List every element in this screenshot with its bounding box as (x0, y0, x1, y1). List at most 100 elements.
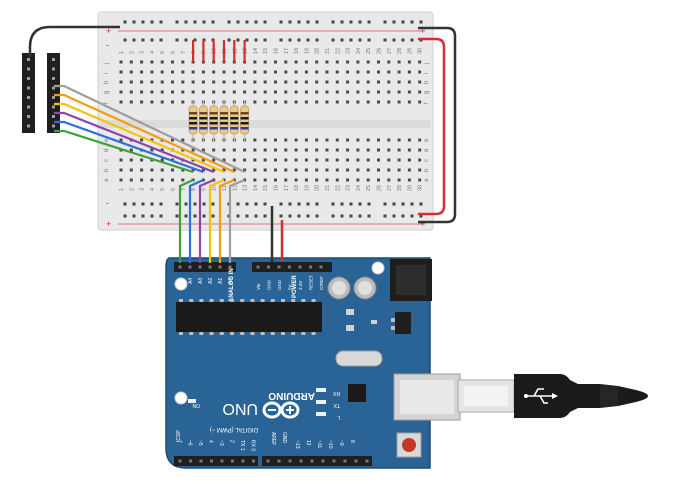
resistor-body (219, 105, 229, 135)
breadboard-hole (171, 178, 174, 182)
regulator-pin (391, 318, 395, 322)
breadboard-hole (253, 70, 257, 74)
column-number: 25 (366, 48, 372, 54)
rail-hole (331, 202, 335, 206)
breadboard-hole (315, 70, 319, 74)
breadboard-hole (304, 100, 308, 104)
header-pin (52, 115, 55, 118)
breadboard-hole (222, 168, 226, 172)
rail-hole (263, 38, 267, 42)
resistor-band (230, 122, 239, 125)
breadboard-hole (315, 80, 319, 84)
wire-green-a5 (178, 178, 194, 263)
breadboard-hole (201, 70, 205, 74)
led-label: L (337, 414, 340, 420)
rail-hole (401, 38, 405, 42)
column-number: 11 (222, 185, 228, 191)
column-number: 2 (129, 51, 135, 54)
breadboard-hole (171, 138, 174, 142)
breadboard-hole (356, 60, 360, 64)
bottom-rail-holes (123, 202, 423, 218)
rail-hole (401, 202, 405, 206)
resistor-band (199, 127, 208, 130)
wire-blue-a4 (188, 178, 204, 263)
rail-hole (315, 214, 319, 218)
header-pin (27, 67, 30, 71)
breadboard-hole (119, 178, 123, 182)
row-letter: f (104, 102, 110, 104)
digital-pin-label: ~6 (187, 440, 193, 446)
breadboard-hole (418, 80, 422, 84)
chip-pin (260, 299, 265, 302)
rail-hole (331, 20, 335, 24)
resistor-band (220, 112, 228, 115)
breadboard-hole (253, 148, 257, 152)
rail-hole (349, 20, 353, 24)
breadboard-hole (418, 70, 422, 74)
breadboard-hole (407, 178, 411, 182)
column-number: 18 (294, 185, 300, 191)
digital-pin-label: 8 (349, 440, 355, 443)
resistor-band (199, 117, 208, 120)
rail-hole (150, 202, 154, 206)
breadboard-hole (274, 100, 277, 104)
breadboard-hole (150, 60, 154, 64)
chip-pin (199, 299, 204, 302)
breadboard-hole (418, 168, 422, 172)
reset-button-cap[interactable] (402, 438, 416, 452)
breadboard-hole (335, 100, 339, 104)
column-number: 16 (274, 185, 280, 191)
resistor-body (240, 105, 250, 135)
breadboard-hole (397, 168, 401, 172)
header-pin (52, 96, 55, 99)
breadboard-hole (346, 138, 350, 142)
breadboard-hole (181, 70, 185, 74)
usb-plug-metal-inner (464, 386, 508, 406)
row-letter: i (104, 73, 110, 74)
chip-pin (189, 332, 194, 335)
breadboard-hole (418, 60, 422, 64)
rail-hole (340, 20, 344, 24)
breadboard-hole (263, 148, 267, 152)
row-letter: c (424, 159, 430, 162)
breadboard-hole (418, 90, 422, 94)
breadboard-hole (366, 90, 370, 94)
breadboard-hole (140, 178, 144, 182)
breadboard-hole (294, 138, 298, 142)
column-number: 14 (253, 185, 259, 191)
breadboard-hole (274, 70, 277, 74)
breadboard-hole (325, 60, 329, 64)
rail-hole (288, 20, 292, 24)
column-number: 3 (140, 188, 146, 191)
column-number: 6 (171, 188, 177, 191)
breadboard-hole (397, 100, 401, 104)
led-indicator (316, 412, 326, 416)
digital-pin-label: RX 0 (250, 440, 256, 451)
power-pin-label: IOREF (319, 276, 324, 290)
wire-green-a5 (54, 129, 194, 174)
wire-grey-a0 (228, 178, 246, 263)
breadboard-hole (377, 80, 380, 84)
column-number: 13 (243, 185, 249, 191)
led-label: RX (332, 390, 340, 396)
breadboard-hole (325, 158, 329, 162)
rail-hole (349, 38, 353, 42)
breadboard-hole (335, 168, 339, 172)
header-pin (27, 124, 30, 128)
analog-pin-hole (208, 265, 212, 269)
breadboard-hole (346, 158, 350, 162)
rail-hole (159, 20, 163, 24)
breadboard-hole (119, 158, 123, 162)
breadboard-hole (284, 148, 288, 152)
mount-hole (174, 277, 188, 291)
rail-hole (245, 202, 249, 206)
breadboard-hole (222, 80, 226, 84)
bottom-rail-plus-label: + (106, 219, 111, 229)
bottom-rail-minus-label: - (106, 198, 109, 208)
header-pin (27, 86, 30, 90)
breadboard-hole (407, 168, 411, 172)
power-pin-label: GND (267, 279, 272, 290)
breadboard-hole (304, 90, 308, 94)
breadboard-hole (304, 80, 308, 84)
rail-hole (184, 38, 188, 42)
